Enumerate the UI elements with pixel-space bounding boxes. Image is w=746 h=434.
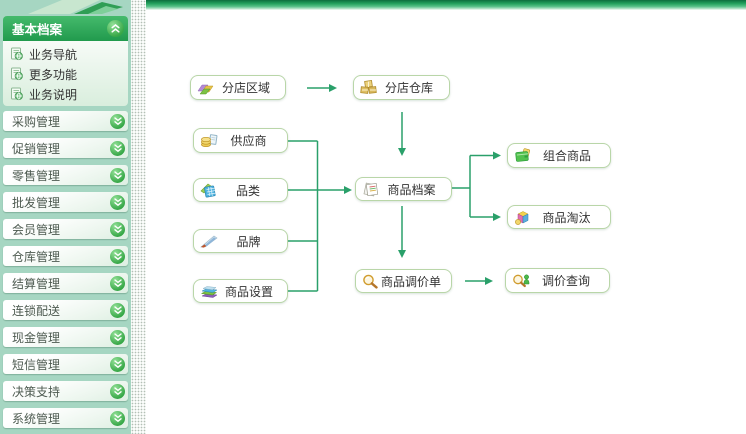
flow-node-price-adjust-order[interactable]: 商品调价单 <box>355 269 452 293</box>
flow-node-label: 组合商品 <box>542 149 591 163</box>
sidebar-item-more-functions[interactable]: 更多功能 <box>10 64 128 84</box>
main-area: 分店区域 分店仓库 供应商 品类 品牌 商品设置 商品档案 组合商品 商品淘汰 … <box>146 0 746 434</box>
sidebar: 基本档案 业务导航 更多功能 业务说明 采购管理 促销管理 零售管理 批发管理 … <box>0 0 131 434</box>
flow-node-price-adjust-query[interactable]: 调价查询 <box>505 268 610 293</box>
chevron-double-down-icon[interactable] <box>110 383 125 399</box>
chevron-double-down-icon[interactable] <box>110 140 125 156</box>
magnifier-icon <box>362 274 379 289</box>
magnifier-person-icon <box>512 273 531 288</box>
flow-node-branch-area[interactable]: 分店区域 <box>190 75 286 100</box>
top-gradient-bar <box>146 0 746 10</box>
flow-node-label: 品类 <box>235 183 260 198</box>
flow-node-product-eliminate[interactable]: 商品淘汰 <box>507 205 611 229</box>
sidebar-item-label: 业务说明 <box>29 87 78 102</box>
sidebar-header-label: 基本档案 <box>12 22 63 37</box>
sidebar-item-business-description[interactable]: 业务说明 <box>10 84 128 104</box>
flow-node-label: 品牌 <box>236 234 261 249</box>
supplier-coins-icon <box>200 133 218 148</box>
chevron-double-down-icon[interactable] <box>110 302 125 318</box>
sidebar-group-basic-archive[interactable]: 基本档案 <box>3 16 128 41</box>
colored-cube-icon <box>514 210 531 225</box>
sidebar-item-label: 业务导航 <box>29 47 78 62</box>
flow-node-label: 分店仓库 <box>384 81 433 95</box>
flow-node-label: 供应商 <box>230 134 267 148</box>
chevron-double-down-icon[interactable] <box>110 194 125 210</box>
sidebar-nav-panel: 业务导航 更多功能 业务说明 <box>3 41 128 106</box>
chevron-double-down-icon[interactable] <box>110 275 125 291</box>
sidebar-group-chain-distribution[interactable]: 连锁配送 <box>3 300 128 320</box>
chevron-double-down-icon[interactable] <box>110 167 125 183</box>
flow-node-label: 商品调价单 <box>380 274 441 289</box>
sidebar-group-cash[interactable]: 现金管理 <box>3 327 128 347</box>
sidebar-group-warehouse[interactable]: 仓库管理 <box>3 246 128 266</box>
flow-node-brand[interactable]: 品牌 <box>193 229 288 253</box>
flow-node-combo-product[interactable]: 组合商品 <box>507 143 611 168</box>
flow-node-label: 调价查询 <box>541 274 590 288</box>
nav-doc-icon <box>11 87 23 101</box>
warehouse-boxes-icon <box>360 80 377 95</box>
flow-node-label: 商品淘汰 <box>542 210 591 225</box>
flow-node-label: 商品档案 <box>387 182 436 197</box>
flow-node-category[interactable]: 品类 <box>193 178 288 202</box>
sidebar-group-system[interactable]: 系统管理 <box>3 408 128 428</box>
books-stack-icon <box>200 284 219 299</box>
sidebar-separator <box>131 0 146 434</box>
flow-node-label: 分店区域 <box>221 81 270 95</box>
nav-doc-icon <box>11 67 23 81</box>
sidebar-item-label: 更多功能 <box>29 67 78 82</box>
flow-node-branch-warehouse[interactable]: 分店仓库 <box>353 75 450 100</box>
decorative-logo <box>28 0 123 14</box>
sidebar-group-retail[interactable]: 零售管理 <box>3 165 128 185</box>
nav-doc-icon <box>11 47 23 61</box>
chevron-double-down-icon[interactable] <box>110 356 125 372</box>
document-sheets-icon <box>362 182 380 197</box>
sidebar-group-purchase[interactable]: 采购管理 <box>3 111 128 131</box>
sidebar-group-settlement[interactable]: 结算管理 <box>3 273 128 293</box>
sidebar-group-sms[interactable]: 短信管理 <box>3 354 128 374</box>
sidebar-groups: 采购管理 促销管理 零售管理 批发管理 会员管理 仓库管理 结算管理 连锁配送 … <box>3 111 128 428</box>
sidebar-group-member[interactable]: 会员管理 <box>3 219 128 239</box>
category-grid-icon <box>200 183 217 198</box>
branch-area-icon <box>197 81 215 95</box>
chevron-double-up-icon[interactable] <box>107 20 124 37</box>
brand-pen-icon <box>200 234 218 248</box>
chevron-double-down-icon[interactable] <box>110 221 125 237</box>
flow-node-product-archive[interactable]: 商品档案 <box>355 177 452 201</box>
flow-node-label: 商品设置 <box>224 284 273 299</box>
sidebar-item-business-navigation[interactable]: 业务导航 <box>10 44 128 64</box>
sidebar-group-decision[interactable]: 决策支持 <box>3 381 128 401</box>
wallet-cards-icon <box>514 148 532 163</box>
flow-node-supplier[interactable]: 供应商 <box>193 128 288 153</box>
sidebar-group-wholesale[interactable]: 批发管理 <box>3 192 128 212</box>
flow-connectors <box>288 84 501 292</box>
sidebar-group-promotion[interactable]: 促销管理 <box>3 138 128 158</box>
chevron-double-down-icon[interactable] <box>110 410 125 426</box>
chevron-double-down-icon[interactable] <box>110 248 125 264</box>
chevron-double-down-icon[interactable] <box>110 329 125 345</box>
flow-node-product-settings[interactable]: 商品设置 <box>193 279 288 303</box>
chevron-double-down-icon[interactable] <box>110 113 125 129</box>
